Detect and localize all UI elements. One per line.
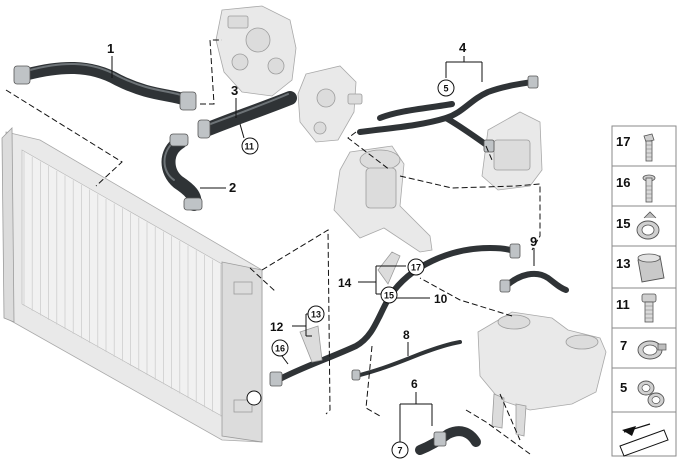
callout-14: 14 17 15 xyxy=(338,258,425,304)
bracket-12 xyxy=(299,325,323,363)
callout-label: 12 xyxy=(270,320,284,334)
callout-label: 11 xyxy=(245,142,255,152)
double-clip-icon xyxy=(637,380,665,408)
oil-filter-housing xyxy=(333,145,433,253)
callout-label: 5 xyxy=(444,84,449,94)
callout-3: 3 xyxy=(231,83,238,118)
callout-4: 4 5 xyxy=(437,40,483,97)
thermostat-housing xyxy=(297,65,363,143)
hose-clamp xyxy=(197,119,211,139)
hose-clamp xyxy=(509,243,521,259)
hose-clamp xyxy=(351,369,361,381)
callout-label: 7 xyxy=(398,446,403,456)
hose-clamp xyxy=(179,91,197,111)
callout-label: 14 xyxy=(338,276,352,290)
callout-label: 3 xyxy=(231,83,238,98)
callout-6: 6 7 xyxy=(391,377,433,459)
hose-clamp xyxy=(499,279,511,293)
hose-clip-icon xyxy=(636,211,660,240)
legend-label: 16 xyxy=(616,175,630,190)
bolt-icon xyxy=(643,133,655,162)
legend-label: 15 xyxy=(616,216,630,231)
hose-part-8 xyxy=(351,340,462,381)
legend-label: 5 xyxy=(620,380,627,395)
callout-label: 4 xyxy=(459,40,467,55)
legend-label: 11 xyxy=(616,297,630,312)
hose-part-2 xyxy=(161,133,203,211)
socket-screw-icon xyxy=(641,293,657,323)
callout-label: 2 xyxy=(229,180,236,195)
callout-label: 6 xyxy=(411,377,418,391)
legend-label: 7 xyxy=(620,338,627,353)
callout-12: 12 13 xyxy=(270,305,325,337)
callout-label: 16 xyxy=(275,344,285,354)
bolt-long-icon xyxy=(642,174,656,203)
hose-clamp xyxy=(169,133,189,147)
callout-label: 13 xyxy=(311,310,321,320)
hose-part-9 xyxy=(499,270,569,293)
arrow-symbol-icon xyxy=(619,423,669,457)
callout-label: 1 xyxy=(107,41,114,56)
hose-clamp xyxy=(183,197,203,211)
hose-part-1 xyxy=(13,62,197,111)
bracket-14 xyxy=(377,251,401,285)
callout-label: 9 xyxy=(530,234,537,249)
sleeve-icon xyxy=(637,253,665,283)
hose-clamp xyxy=(13,65,31,85)
callout-11-lower xyxy=(246,390,262,406)
callout-11-upper: 11 xyxy=(239,123,259,155)
hose-part-3 xyxy=(197,91,297,139)
callout-label: 8 xyxy=(403,328,410,342)
hose-clamp xyxy=(269,371,283,387)
callout-16: 16 xyxy=(271,339,289,365)
callout-9: 9 xyxy=(530,234,537,266)
callout-8: 8 xyxy=(403,328,410,356)
callout-label: 15 xyxy=(384,291,394,301)
callout-1: 1 xyxy=(107,41,114,78)
heat-exchanger xyxy=(481,111,543,191)
legend-label: 17 xyxy=(616,134,630,149)
callout-2: 2 xyxy=(200,180,236,195)
callout-10: 10 xyxy=(396,292,448,306)
hose-clamp xyxy=(433,431,447,447)
expansion-tank xyxy=(477,311,607,437)
callout-label: 10 xyxy=(434,292,448,306)
hose-clamp xyxy=(527,75,539,89)
hose-part-4 xyxy=(357,75,539,153)
engine-component xyxy=(215,5,297,97)
radiator xyxy=(1,127,263,443)
hose-clamp xyxy=(483,139,495,153)
parts-legend: 17 16 15 13 11 7 5 xyxy=(611,125,677,457)
hose-part-6 xyxy=(415,426,481,455)
dashed-guide-lines xyxy=(5,39,541,455)
callout-label: 17 xyxy=(411,263,421,273)
clamp-icon xyxy=(637,340,667,360)
legend-label: 13 xyxy=(616,256,630,271)
